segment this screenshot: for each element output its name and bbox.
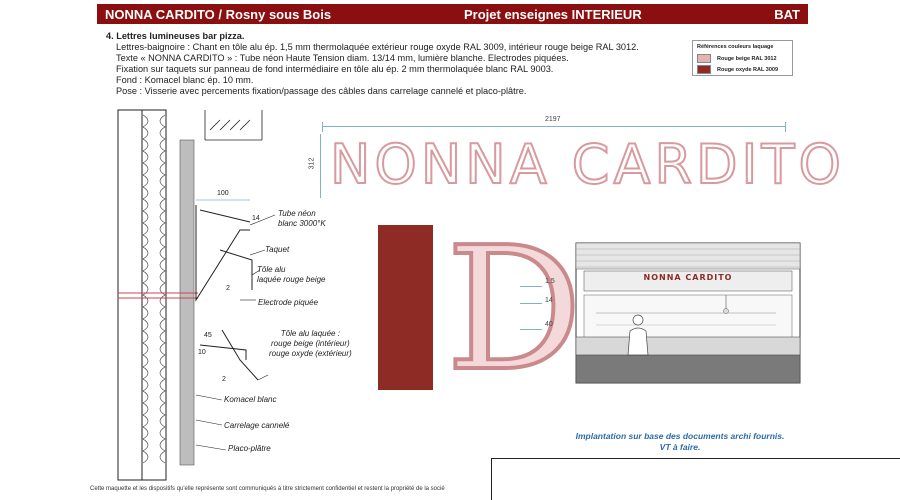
elevation-sign-text: NONNA CARDITO <box>643 273 733 282</box>
detail-dim-3: 40 <box>545 321 553 328</box>
section-dim-2: 2 <box>226 285 230 292</box>
spec-line: Pose : Visserie avec percements fixation… <box>116 86 527 96</box>
color-label-oxyde: Rouge oxyde RAL 3009 <box>717 67 779 73</box>
spec-line: Fixation sur taquets sur panneau de fond… <box>116 64 554 74</box>
sign-width-dimension: 2197 <box>545 116 561 123</box>
annotation-komacel: Komacel blanc <box>224 395 277 404</box>
spec-line: Fond : Komacel blanc ép. 10 mm. <box>116 75 254 85</box>
detail-dim-2: 14 <box>545 297 553 304</box>
bat-label: BAT <box>774 7 800 22</box>
annotation-electrode: Electrode piquée <box>258 298 319 307</box>
annotation-tole-beige: Tôle alu laquée rouge beige <box>257 265 326 284</box>
annotation-carrelage: Carrelage cannelé <box>224 421 290 430</box>
section-dim-top: 100 <box>217 190 229 197</box>
section-dim-2b: 2 <box>222 376 226 383</box>
spec-line: Lettres-baignoire : Chant en tôle alu ép… <box>116 42 639 52</box>
confidentiality-footer: Cette maquette et les dispositifs qu'ell… <box>90 486 445 492</box>
annotation-taquet: Taquet <box>265 245 290 254</box>
detail-dim-1: 1,5 <box>545 278 555 285</box>
dimension-tick <box>785 122 786 132</box>
project-title: NONNA CARDITO / Rosny sous Bois <box>105 7 332 22</box>
neon-sign-text: NONNA CARDITO <box>329 132 845 197</box>
spec-block: 4. Lettres lumineuses bar pizza. Lettres… <box>106 31 639 97</box>
elevation-drawing <box>575 242 801 384</box>
red-oxyde-sample <box>378 225 433 390</box>
implantation-note: Implantation sur base des documents arch… <box>560 431 800 453</box>
title-block <box>491 458 900 500</box>
dimension-tick <box>322 122 323 132</box>
dimension-line-height <box>320 134 321 198</box>
color-label-beige: Rouge beige RAL 3012 <box>717 56 777 62</box>
annotation-tole-laquee: Tôle alu laquée : rouge beige (intérieur… <box>269 329 352 358</box>
title-bar: NONNA CARDITO / Rosny sous Bois Projet e… <box>97 4 808 24</box>
project-subtitle: Projet enseignes INTERIEUR <box>464 7 642 22</box>
dimension-line-width <box>322 126 786 127</box>
color-reference-title: Références couleurs laquage <box>697 44 774 50</box>
implantation-text: Implantation sur base des documents arch… <box>575 431 785 452</box>
section-dim-10: 10 <box>198 349 206 356</box>
section-dim-45: 45 <box>204 332 212 339</box>
spec-heading: 4. Lettres lumineuses bar pizza. <box>106 31 245 41</box>
annotation-tube: Tube néon blanc 3000°K <box>278 209 326 228</box>
color-swatch-oxyde <box>697 65 711 74</box>
spec-line: Texte « NONNA CARDITO » : Tube néon Haut… <box>116 53 569 63</box>
annotation-placo: Placo-plâtre <box>228 444 271 453</box>
detail-dim-line <box>520 329 542 330</box>
detail-dim-line <box>520 286 542 287</box>
color-reference-box: Références couleurs laquage Rouge beige … <box>692 40 793 76</box>
color-swatch-beige <box>697 54 711 63</box>
section-dim-14: 14 <box>252 215 260 222</box>
detail-dim-line <box>520 303 542 304</box>
storefront-elevation: NONNA CARDITO <box>575 242 801 384</box>
